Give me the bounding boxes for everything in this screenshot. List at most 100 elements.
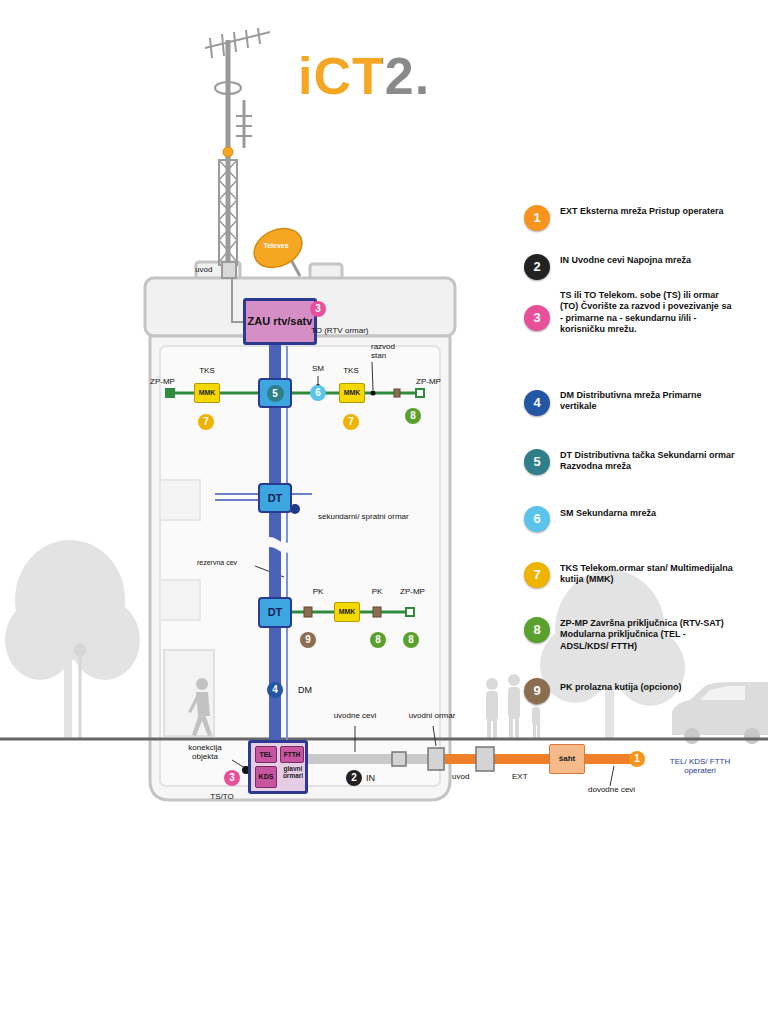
antenna-mast-part	[219, 160, 237, 262]
part-label: sekundarni/ spratni ormar	[318, 512, 418, 521]
box-label: MMK	[344, 389, 361, 397]
flat-wiring-part	[365, 392, 418, 395]
part-label: TS/TO	[210, 792, 233, 801]
antenna-mast-part	[210, 28, 260, 58]
part-label: EXT	[512, 772, 528, 781]
leader-lines-part	[433, 726, 436, 746]
cable-riser	[269, 345, 281, 378]
trees-part	[605, 660, 614, 738]
ground-line-part	[0, 738, 768, 741]
leader-lines-part	[610, 766, 614, 786]
part-label: ZP-MP	[150, 377, 175, 386]
legend-text: TS ili TO Telekom. sobe (TS) ili ormar (…	[560, 290, 735, 335]
entry-cabinets-part	[428, 748, 444, 770]
entry-cabinets-part	[392, 752, 406, 766]
antenna-mast-part	[223, 147, 233, 157]
legend-number: 6	[524, 512, 550, 527]
pass-boxes-part	[373, 607, 381, 617]
legend-text: DT Distributivna tačka Sekundarni ormar …	[560, 450, 735, 473]
street-lamp-part	[75, 645, 85, 655]
walking-person-part	[201, 714, 212, 736]
part-label: IN	[366, 773, 375, 783]
pass-boxes-part	[394, 389, 400, 397]
satellite-dish	[248, 221, 309, 276]
pass-boxes-part	[304, 607, 312, 617]
cable-riser	[269, 408, 281, 483]
part-label: TKS	[199, 366, 215, 375]
feed-cable-part	[222, 262, 236, 278]
leader-lines-part	[372, 362, 373, 390]
flat-wiring	[172, 393, 418, 612]
part-label: TO (RTV ormar)	[311, 326, 368, 335]
people-part	[508, 674, 520, 686]
cable-riser	[269, 513, 281, 597]
distribution-point: DT	[258, 597, 292, 628]
manhole: šaht	[549, 744, 585, 774]
people-part	[486, 678, 498, 690]
building-part	[164, 650, 214, 736]
legend-number: 9	[524, 684, 550, 699]
car	[672, 682, 768, 744]
antenna-mast-part	[236, 125, 252, 127]
walking-person-part	[196, 678, 208, 690]
riser-break	[262, 537, 294, 553]
ground-line	[0, 739, 768, 740]
part-label: TEL/ KDS/ FTTH operateri	[659, 757, 741, 775]
callout-number: 8	[405, 408, 421, 424]
distribution-cabinet: ZAU rtv/satv	[243, 298, 318, 345]
car-part	[684, 728, 700, 744]
box-label: MMK	[339, 608, 356, 616]
box-label: DT	[268, 492, 283, 504]
callout-number: 6	[310, 385, 326, 401]
walking-person	[188, 678, 212, 736]
antenna-mast-part	[243, 100, 246, 148]
car-part	[744, 728, 760, 744]
secondary-cables-part	[215, 493, 258, 495]
multimedia-box: MMK	[339, 383, 365, 403]
part-label: DM	[298, 685, 312, 695]
part-label: uvodne cevi	[331, 711, 379, 720]
operator-cabinet: TEL	[255, 746, 277, 763]
operator-cabinet: KDS	[255, 766, 277, 788]
box-label: DT	[268, 606, 283, 618]
box-label: 5	[267, 385, 284, 402]
legend-number: 8	[524, 623, 550, 638]
satellite-dish-part	[248, 221, 309, 275]
legend-text: ZP-MP Završna priključnica (RTV-SAT) Mod…	[560, 618, 735, 652]
secondary-cables-part	[215, 499, 258, 501]
cable-line	[220, 392, 258, 395]
callout-number: 1	[629, 751, 645, 767]
callout-number: 8	[370, 632, 386, 648]
distribution-point: DT	[258, 483, 292, 513]
legend-text: DM Distributivna mreža Primarne vertikal…	[560, 390, 735, 413]
callout-number: 3	[224, 770, 240, 786]
legend-number: 2	[524, 260, 550, 275]
building-part	[160, 580, 200, 620]
riser-break-part	[262, 537, 294, 553]
part-label: dovodne cevi	[588, 785, 635, 794]
street-lamp-part	[79, 655, 82, 738]
multimedia-box: MMK	[194, 383, 220, 403]
callout-number: 7	[343, 414, 359, 430]
antenna-mast	[205, 28, 270, 268]
box-label: ZAU rtv/satv	[248, 315, 313, 327]
legend-text: IN Uvodne cevi Napojna mreža	[560, 255, 735, 266]
callout-number: 8	[403, 632, 419, 648]
box-label: glavni ormari	[280, 766, 306, 780]
legend-text: EXT Eksterna mreža Pristup operatera	[560, 206, 735, 217]
outlet-symbols-part	[416, 389, 424, 397]
part-label: PK	[372, 587, 383, 596]
people-part	[515, 716, 519, 738]
building-part	[160, 480, 200, 520]
part-label: uvod	[195, 265, 212, 274]
leader-lines-part	[355, 726, 356, 752]
entry-cabinets-part	[476, 747, 494, 771]
junction-dots-part	[371, 391, 376, 396]
part-label: razvod stan	[371, 342, 405, 360]
legend-number: 3	[524, 311, 550, 326]
part-label: PK	[313, 587, 324, 596]
operator-cabinet: FTTH	[280, 746, 304, 763]
legend-text: PK prolazna kutija (opciono)	[560, 682, 735, 693]
callout-number: 7	[198, 414, 214, 430]
